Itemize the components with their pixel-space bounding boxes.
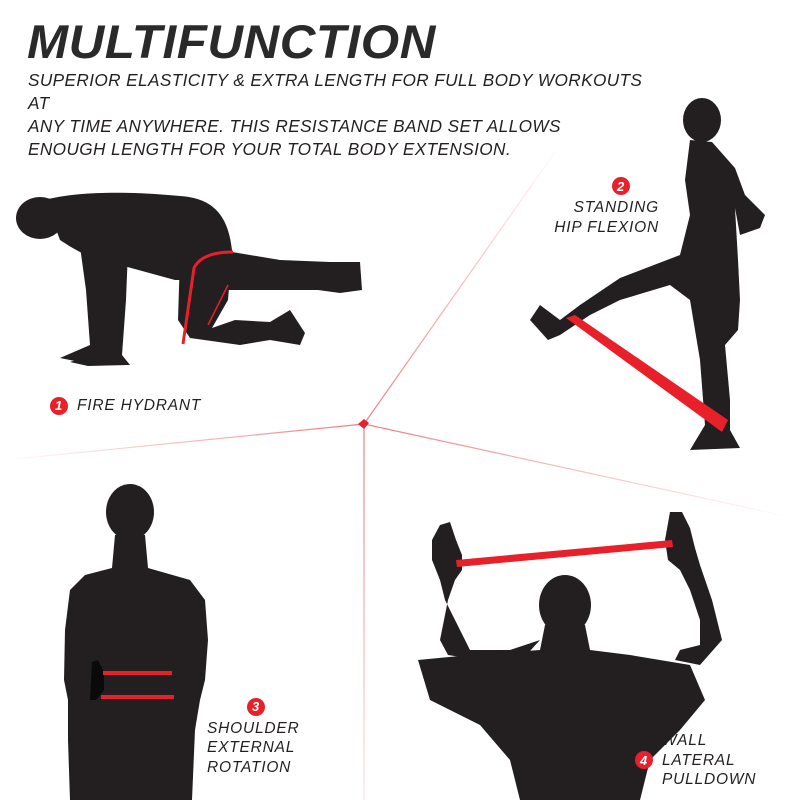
divider-line-up xyxy=(363,141,563,425)
number-badge: 4 xyxy=(635,751,653,770)
exercise-label-fire-hydrant: 1 FIRE HYDRANT xyxy=(50,396,201,416)
exercise-label-wall-lateral-pulldown: 4 WALL LATERAL PULLDOWN xyxy=(635,731,756,790)
divider-line-right xyxy=(363,423,791,518)
number-badge: 1 xyxy=(50,396,68,415)
exercise-name-line: PULLDOWN xyxy=(662,771,757,788)
subtitle: SUPERIOR ELASTICITY & EXTRA LENGTH FOR F… xyxy=(28,69,648,161)
number-badge: 2 xyxy=(612,177,630,195)
exercise-name: FIRE HYDRANT xyxy=(77,397,202,414)
page-title: MULTIFUNCTION xyxy=(27,15,436,68)
exercise-name-line: SHOULDER xyxy=(207,719,300,737)
exercise-name-line: WALL xyxy=(662,732,708,749)
divider-line-left xyxy=(4,423,365,461)
exercise-name-line: EXTERNAL xyxy=(207,739,296,756)
number-badge: 3 xyxy=(247,697,265,716)
exercise-label-shoulder-external-rotation: 3 SHOULDER EXTERNAL ROTATION xyxy=(207,697,300,777)
exercise-name-line: STANDING xyxy=(573,199,659,216)
subtitle-line: ANY TIME ANYWHERE. THIS RESISTANCE BAND … xyxy=(28,116,561,136)
exercise-name-line: LATERAL xyxy=(662,751,736,769)
subtitle-line: ENOUGH LENGTH FOR YOUR TOTAL BODY EXTENS… xyxy=(28,139,512,159)
subtitle-line: SUPERIOR ELASTICITY & EXTRA LENGTH FOR F… xyxy=(28,70,643,113)
exercise-name-line: HIP FLEXION xyxy=(554,218,659,236)
center-diamond-icon xyxy=(358,419,369,429)
exercise-label-standing-hip-flexion: 2 STANDING HIP FLEXION xyxy=(554,177,659,237)
exercise-name-line: ROTATION xyxy=(207,758,292,776)
